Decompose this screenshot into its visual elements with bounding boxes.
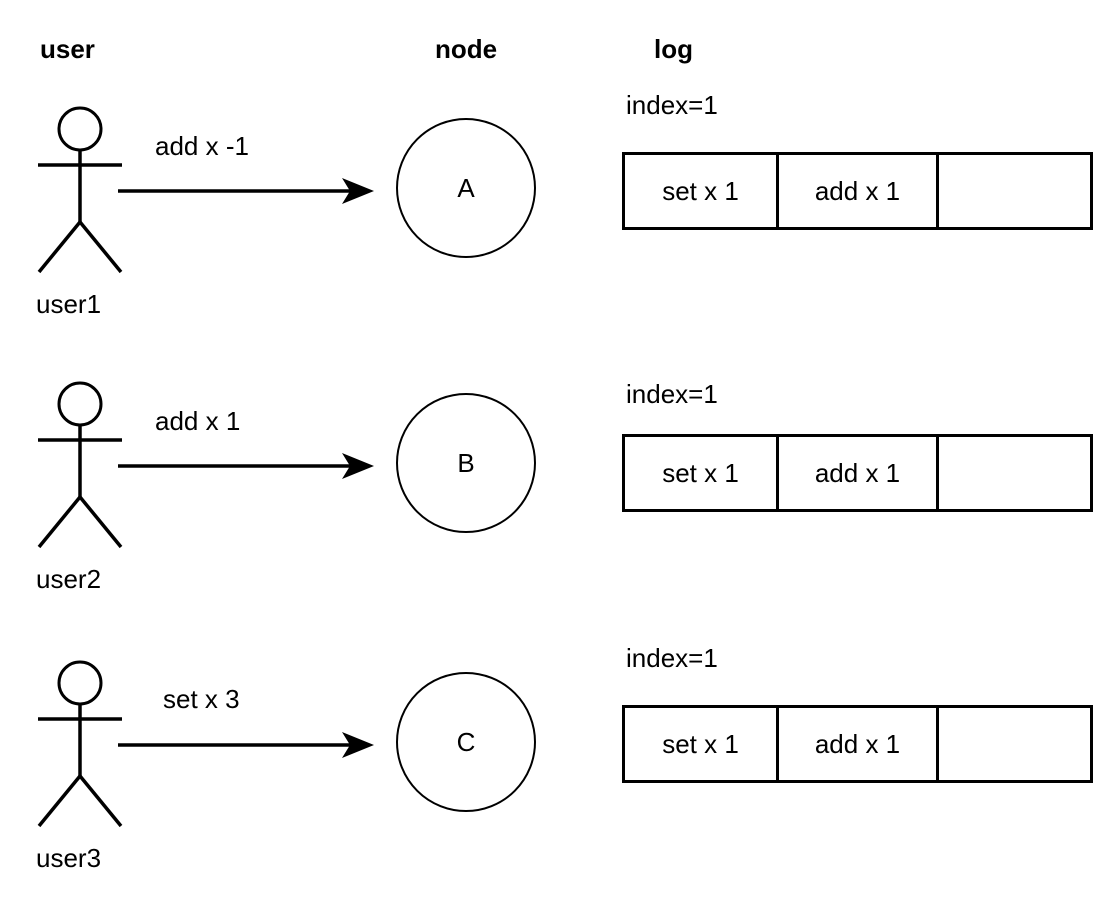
column-heading-user: user (40, 34, 95, 64)
log-entry-text: add x 1 (814, 458, 901, 488)
column-heading-node: node (435, 34, 498, 64)
column-heading-log: log (654, 34, 693, 64)
arrow-right-icon (118, 178, 374, 204)
log-entry-text: set x 1 (662, 176, 739, 206)
log-cell-empty (939, 437, 1090, 509)
log-cell: add x 1 (779, 437, 939, 509)
log-cell: set x 1 (625, 437, 779, 509)
node-label-a: A (457, 173, 475, 203)
log-index-label-2: index=1 (626, 379, 718, 409)
log-table-2: set x 1 add x 1 (622, 434, 1093, 512)
arrow-right-icon (118, 732, 374, 758)
log-entry-text: set x 1 (662, 729, 739, 759)
actor-figure-user1 (36, 106, 132, 282)
node-label-b: B (457, 448, 475, 478)
message-label-1: add x -1 (155, 131, 249, 161)
log-cell: add x 1 (779, 708, 939, 780)
log-index-label-1: index=1 (626, 90, 718, 120)
log-cell: add x 1 (779, 155, 939, 227)
message-label-2: add x 1 (155, 406, 241, 436)
stick-figure-icon (37, 660, 123, 828)
actor-label-user2: user2 (36, 564, 102, 594)
log-cell-empty (939, 155, 1090, 227)
node-circle-a: A (396, 118, 536, 258)
stick-figure-icon (37, 106, 123, 274)
log-entry-text: set x 1 (662, 458, 739, 488)
log-cell-empty (939, 708, 1090, 780)
message-arrow-1 (118, 176, 378, 206)
log-table-3: set x 1 add x 1 (622, 705, 1093, 783)
message-arrow-2 (118, 451, 378, 481)
actor-figure-user3 (36, 660, 132, 836)
log-index-label-3: index=1 (626, 643, 718, 673)
arrow-right-icon (118, 453, 374, 479)
log-entry-text: add x 1 (814, 729, 901, 759)
log-cell: set x 1 (625, 155, 779, 227)
log-entry-text: add x 1 (814, 176, 901, 206)
actor-label-user1: user1 (36, 289, 102, 319)
node-circle-c: C (396, 672, 536, 812)
actor-label-user3: user3 (36, 843, 102, 873)
node-circle-b: B (396, 393, 536, 533)
log-cell: set x 1 (625, 708, 779, 780)
message-label-3: set x 3 (163, 684, 240, 714)
node-label-c: C (456, 727, 476, 757)
log-table-1: set x 1 add x 1 (622, 152, 1093, 230)
actor-figure-user2 (36, 381, 132, 557)
message-arrow-3 (118, 730, 378, 760)
stick-figure-icon (37, 381, 123, 549)
